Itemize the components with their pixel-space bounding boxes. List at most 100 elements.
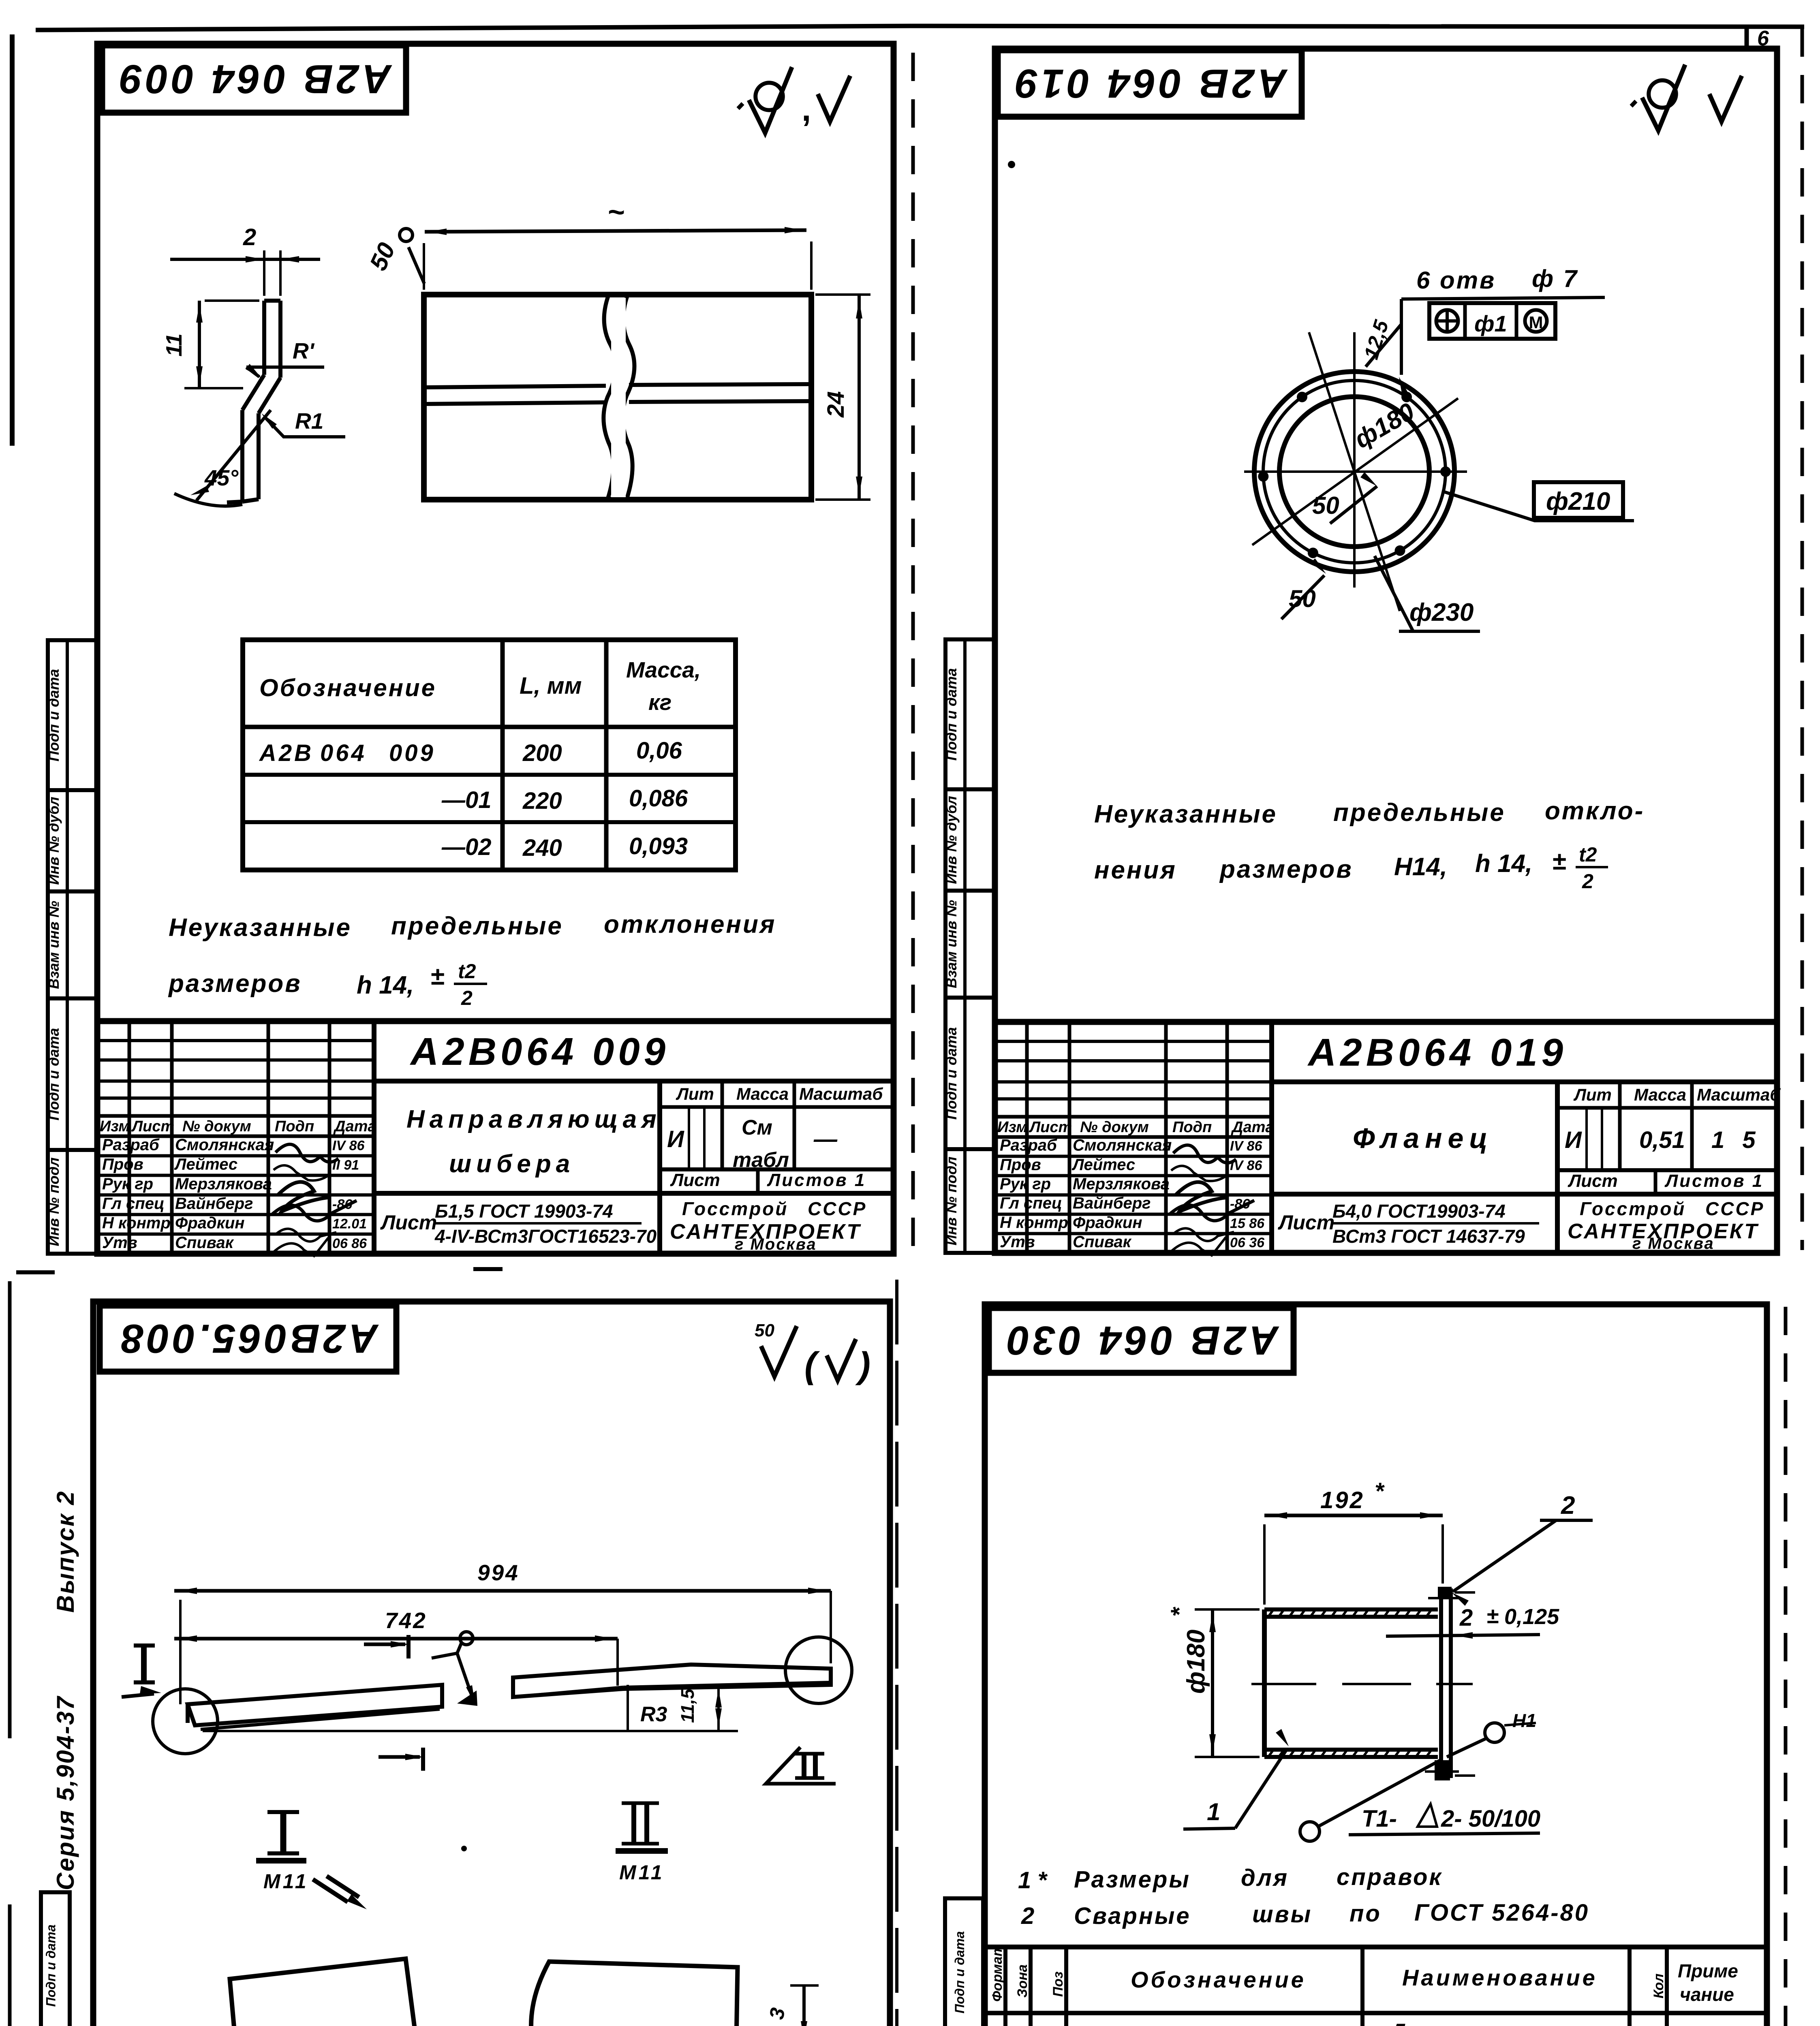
svg-text:Госстрой: Госстрой xyxy=(682,1198,788,1219)
svg-text:швы: швы xyxy=(1252,1901,1312,1928)
svg-text:Смолянская: Смолянская xyxy=(1073,1137,1172,1154)
svg-text:Лист: Лист xyxy=(670,1170,720,1190)
svg-text:1 5: 1 5 xyxy=(1711,1127,1761,1153)
svg-text:R1: R1 xyxy=(295,408,323,434)
svg-text:А2В 064 019: А2В 064 019 xyxy=(1012,61,1288,106)
svg-text:ф1: ф1 xyxy=(1474,311,1507,336)
svg-text:А2В 064 009: А2В 064 009 xyxy=(117,56,392,102)
svg-text:Неуказанные: Неуказанные xyxy=(1094,800,1277,828)
svg-text:Масса: Масса xyxy=(736,1084,789,1103)
svg-text:Лит: Лит xyxy=(1573,1085,1612,1104)
svg-text:t2: t2 xyxy=(1579,843,1597,866)
svg-text:240: 240 xyxy=(522,835,562,861)
svg-text:50: 50 xyxy=(1312,492,1339,519)
svg-text:2: 2 xyxy=(1561,1492,1575,1520)
svg-text:Смолянская: Смолянская xyxy=(175,1136,274,1154)
svg-text:Лейтес: Лейтес xyxy=(174,1156,237,1173)
svg-text:для: для xyxy=(1241,1865,1289,1891)
svg-text:Гл спец: Гл спец xyxy=(102,1195,165,1212)
svg-text:Т1-: Т1- xyxy=(1362,1806,1397,1832)
svg-text:11,5: 11,5 xyxy=(677,1688,698,1723)
svg-text:IV 86: IV 86 xyxy=(1230,1139,1262,1154)
svg-text:Спивак: Спивак xyxy=(175,1234,234,1252)
svg-text:6: 6 xyxy=(1757,27,1769,50)
svg-text:Поз: Поз xyxy=(1050,1971,1066,1997)
svg-text:Рук гр: Рук гр xyxy=(102,1175,153,1193)
svg-text:Взам инв №: Взам инв № xyxy=(943,900,960,988)
svg-text:Сварные: Сварные xyxy=(1074,1903,1191,1929)
svg-text:0,086: 0,086 xyxy=(629,785,688,812)
svg-text:Разраб: Разраб xyxy=(1000,1137,1057,1154)
svg-text:ф 7: ф 7 xyxy=(1532,265,1578,292)
svg-text:Фрадкин: Фрадкин xyxy=(1073,1214,1142,1231)
svg-text:009: 009 xyxy=(389,740,436,766)
svg-text:Направляющая: Направляющая xyxy=(406,1105,661,1133)
svg-text:2- 50/100: 2- 50/100 xyxy=(1441,1806,1540,1832)
svg-text:Лист: Лист xyxy=(1568,1171,1618,1191)
svg-text:размеров: размеров xyxy=(1219,855,1353,883)
svg-text:откло-: откло- xyxy=(1545,797,1645,825)
svg-text:Фланец: Фланец xyxy=(1353,1122,1493,1154)
svg-text:45°: 45° xyxy=(204,465,239,490)
svg-text:2: 2 xyxy=(243,224,256,250)
svg-text:ф230: ф230 xyxy=(1409,598,1474,626)
svg-text:*: * xyxy=(1166,1607,1193,1617)
svg-text:Пров: Пров xyxy=(1000,1156,1041,1173)
svg-text:L, мм: L, мм xyxy=(520,673,582,699)
svg-text:Подп и дата: Подп и дата xyxy=(952,1931,967,2013)
svg-text:200: 200 xyxy=(522,740,562,766)
svg-text:А2В064 019: А2В064 019 xyxy=(1307,1031,1567,1074)
svg-text:Н контр: Н контр xyxy=(1000,1214,1068,1231)
svg-text:Серия 5,904-37: Серия 5,904-37 xyxy=(52,1695,79,1890)
svg-text:Дата: Дата xyxy=(333,1118,376,1135)
svg-text:R': R' xyxy=(293,338,315,363)
svg-text:Подп и дата: Подп и дата xyxy=(44,1924,58,2007)
svg-text:табл: табл xyxy=(733,1148,789,1172)
svg-text:2: 2 xyxy=(1459,1605,1473,1631)
svg-text:Гл спец: Гл спец xyxy=(1000,1195,1062,1212)
svg-text:Подп и дата: Подп и дата xyxy=(45,669,62,761)
svg-text:Спивак: Спивак xyxy=(1073,1233,1132,1251)
svg-text:0,093: 0,093 xyxy=(629,833,688,859)
svg-text:12.01: 12.01 xyxy=(332,1216,367,1232)
svg-text:Размеры: Размеры xyxy=(1074,1866,1191,1893)
svg-text:11: 11 xyxy=(161,333,186,357)
svg-text:Н1: Н1 xyxy=(1512,1710,1536,1731)
svg-text:Подп и дата: Подп и дата xyxy=(943,668,960,761)
svg-text:220: 220 xyxy=(522,788,562,814)
svg-text:Б1,5 ГОСТ 19903-74: Б1,5 ГОСТ 19903-74 xyxy=(435,1201,613,1222)
svg-text:Дата: Дата xyxy=(1231,1119,1274,1136)
svg-text:И: И xyxy=(667,1126,684,1152)
svg-text:СССР: СССР xyxy=(1705,1198,1764,1219)
svg-text:Изм: Изм xyxy=(997,1119,1027,1136)
svg-text:Н14,: Н14, xyxy=(1394,853,1447,881)
svg-text:А2В: А2В xyxy=(259,740,314,766)
svg-text:А2В064 009: А2В064 009 xyxy=(410,1030,669,1073)
svg-text:Кол: Кол xyxy=(1651,1973,1666,1998)
svg-text:Мерзлякова: Мерзлякова xyxy=(1073,1175,1170,1193)
svg-text:Обозначение: Обозначение xyxy=(1131,1967,1306,1992)
svg-text:Обозначение: Обозначение xyxy=(259,674,436,701)
svg-text:2: 2 xyxy=(1582,870,1593,893)
svg-text:Выпуск 2: Выпуск 2 xyxy=(52,1490,79,1613)
svg-text:Лист: Лист xyxy=(1278,1211,1335,1234)
svg-text:994: 994 xyxy=(477,1560,520,1585)
svg-text:ГОСТ 5264-80: ГОСТ 5264-80 xyxy=(1414,1900,1589,1926)
svg-text:±: ± xyxy=(1552,847,1566,875)
svg-text:И: И xyxy=(1565,1127,1582,1153)
svg-text:Масштаб: Масштаб xyxy=(799,1084,883,1103)
svg-text:Пров: Пров xyxy=(102,1156,143,1173)
svg-text:Детали: Детали xyxy=(1388,2020,1486,2026)
svg-text:Листов 1: Листов 1 xyxy=(767,1170,866,1190)
svg-text:шибера: шибера xyxy=(449,1150,575,1178)
svg-text:справок: справок xyxy=(1337,1864,1443,1890)
svg-text:кг: кг xyxy=(648,690,672,715)
svg-text:24: 24 xyxy=(823,391,849,418)
svg-text:±: ± xyxy=(430,962,444,990)
svg-text:Формат: Формат xyxy=(990,1944,1005,2002)
svg-text:Инв № подл: Инв № подл xyxy=(45,1157,62,1246)
svg-text:Инв № подл: Инв № подл xyxy=(943,1156,960,1245)
svg-text:№ докум: № докум xyxy=(182,1118,251,1135)
svg-text:50: 50 xyxy=(755,1321,774,1340)
svg-text:Лист: Лист xyxy=(131,1118,174,1135)
